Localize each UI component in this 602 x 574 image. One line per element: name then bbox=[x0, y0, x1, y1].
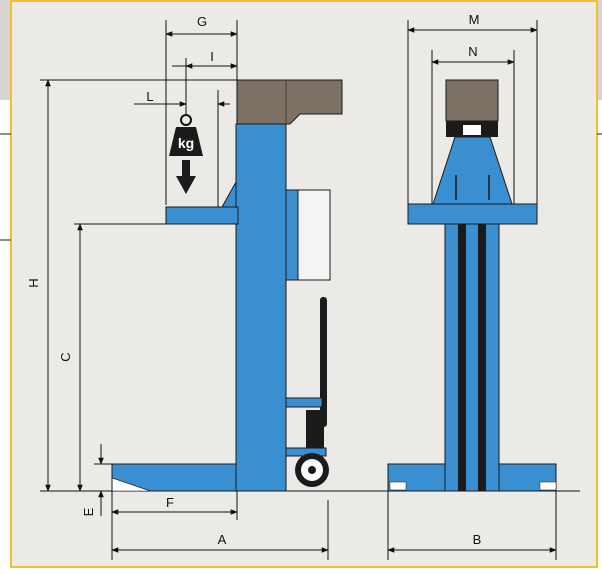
dim-label-f: F bbox=[166, 495, 174, 510]
dim-label-g: G bbox=[197, 14, 207, 29]
front-caster-right bbox=[539, 481, 557, 491]
side-base-foot bbox=[111, 463, 239, 492]
dim-label-a: A bbox=[218, 532, 227, 547]
dimension-lines bbox=[40, 20, 557, 560]
front-caster-left bbox=[389, 481, 407, 491]
dim-label-m: M bbox=[469, 12, 480, 27]
front-lift-pad bbox=[445, 79, 499, 122]
side-handle-bar bbox=[320, 297, 327, 427]
dim-label-n: N bbox=[468, 44, 477, 59]
side-hydraulic-unit bbox=[306, 410, 324, 448]
dim-label-l: L bbox=[146, 89, 153, 104]
side-fork-arm bbox=[165, 206, 239, 225]
side-control-box-face bbox=[297, 189, 331, 281]
side-handle-bracket bbox=[285, 397, 323, 408]
front-pad-slot bbox=[463, 125, 481, 135]
front-column-track-right bbox=[478, 222, 486, 491]
dim-label-e: E bbox=[81, 507, 96, 516]
load-weight: kg bbox=[169, 98, 203, 194]
side-column bbox=[235, 123, 287, 492]
weight-ring bbox=[180, 114, 192, 126]
front-view bbox=[387, 79, 557, 492]
dim-label-h: H bbox=[26, 278, 41, 287]
dim-label-c: C bbox=[58, 352, 73, 361]
weight-body bbox=[169, 127, 203, 156]
front-column-track-left bbox=[458, 222, 466, 491]
front-column bbox=[444, 221, 500, 492]
front-fork-beam bbox=[407, 203, 538, 225]
dim-label-i: I bbox=[210, 49, 214, 64]
side-view bbox=[111, 79, 343, 492]
weight-label: kg bbox=[178, 135, 194, 151]
side-wheel-axle bbox=[308, 466, 316, 474]
load-arrow-shaft bbox=[182, 160, 190, 176]
side-fork-gusset bbox=[221, 180, 237, 208]
dim-label-b: B bbox=[473, 532, 482, 547]
load-arrow-head bbox=[176, 176, 196, 194]
